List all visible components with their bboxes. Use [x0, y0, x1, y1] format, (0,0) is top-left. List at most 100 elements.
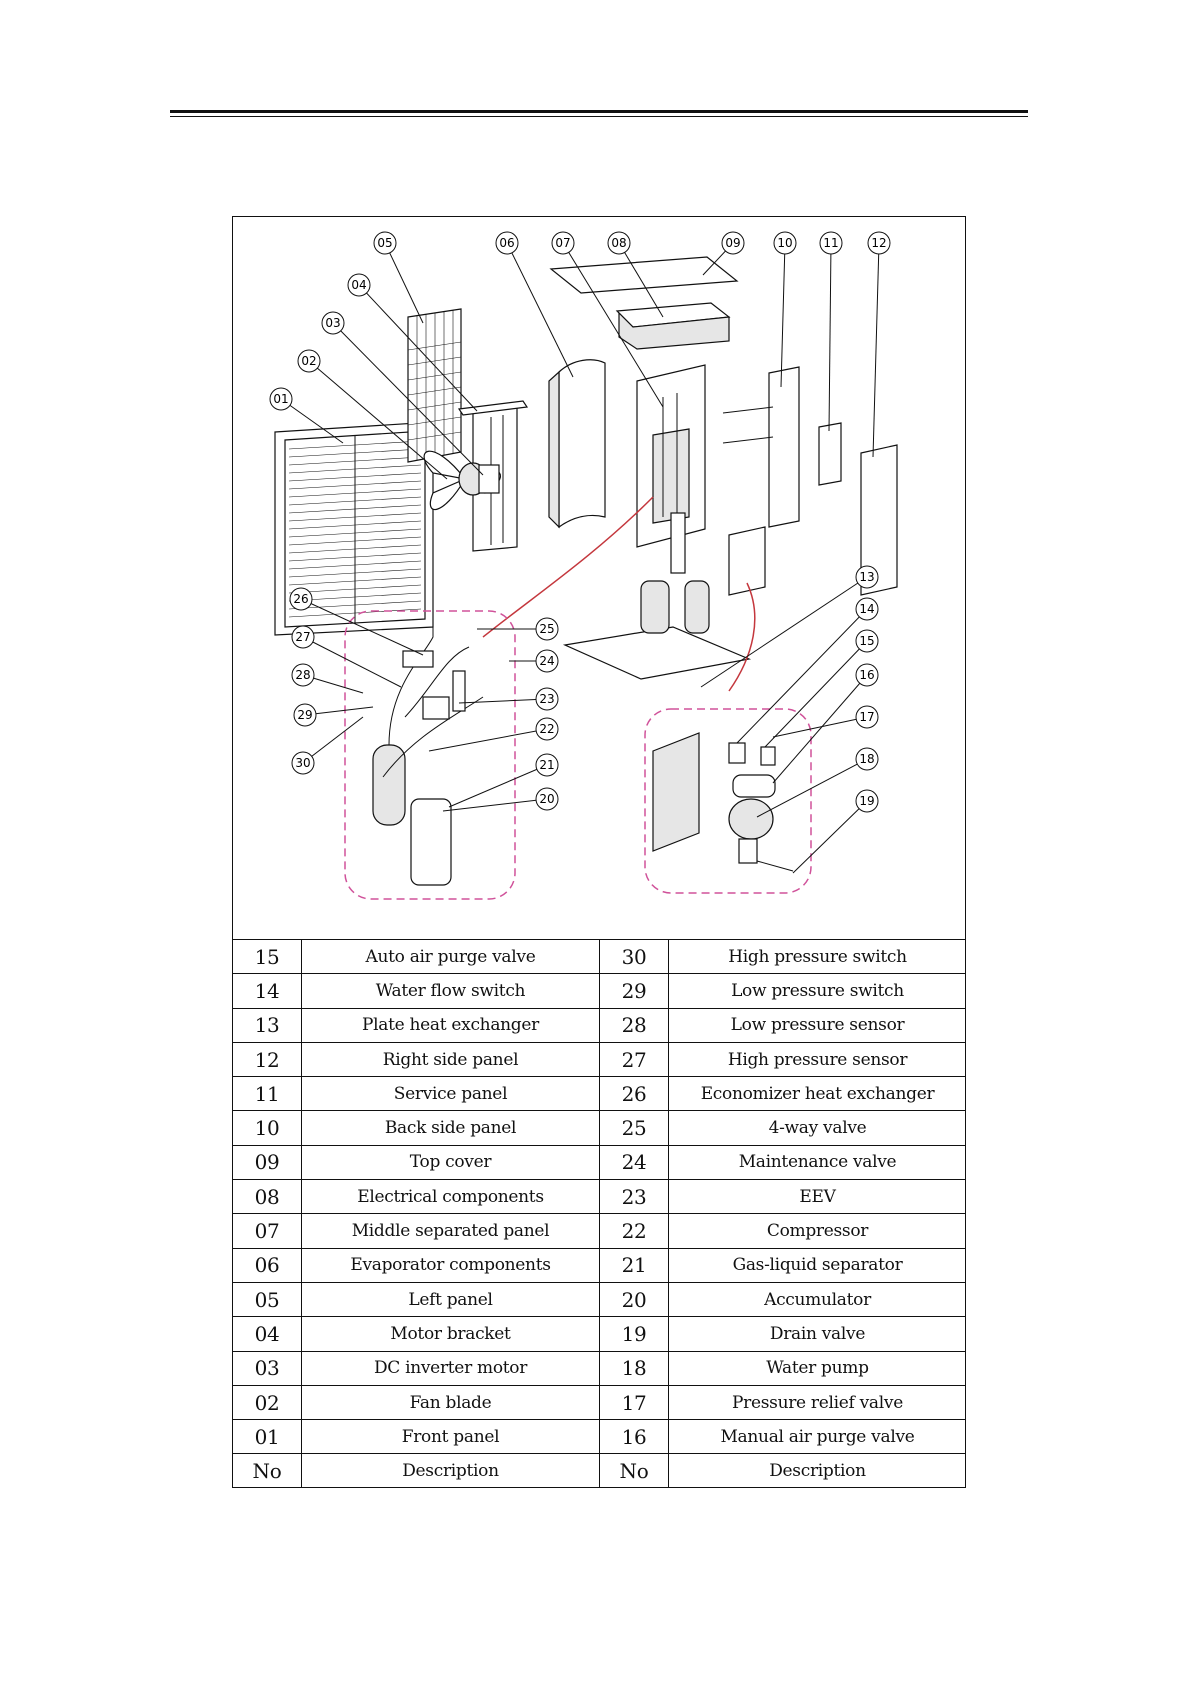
callout-14: 14 [855, 597, 879, 621]
part-number-cell: 13 [233, 1007, 302, 1043]
callout-08: 08 [607, 231, 631, 255]
part-description-cell: 4-way valve [668, 1110, 966, 1146]
part-description-cell: Electrical components [301, 1179, 600, 1215]
callout-16: 16 [855, 663, 879, 687]
callout-label: 05 [377, 236, 392, 250]
back-panel-drawing [722, 366, 800, 528]
callout-10: 10 [773, 231, 797, 255]
leader-line [780, 242, 786, 388]
callout-label: 19 [859, 794, 874, 808]
leader-line [280, 398, 344, 444]
callout-28: 28 [291, 663, 315, 687]
part-description-cell: Gas-liquid separator [668, 1247, 966, 1283]
leader-line [302, 716, 364, 764]
part-description-cell: Left panel [301, 1281, 600, 1318]
part-number-cell: 08 [233, 1179, 302, 1215]
part-description-cell: Drain valve [668, 1316, 966, 1352]
callout-11: 11 [819, 231, 843, 255]
callout-label: 01 [273, 392, 288, 406]
part-number-cell: 18 [599, 1350, 669, 1386]
callout-label: 13 [859, 570, 874, 584]
part-number-cell: 04 [233, 1316, 302, 1352]
callout-label: 10 [777, 236, 792, 250]
part-description-cell: Plate heat exchanger [301, 1007, 600, 1043]
leader-line [792, 800, 868, 874]
leader-line [772, 716, 868, 738]
refrigerant-circuit-detail [372, 609, 484, 886]
callout-label: 16 [859, 668, 874, 682]
callout-07: 07 [551, 231, 575, 255]
callout-label: 18 [859, 752, 874, 766]
part-number-cell: 14 [233, 973, 302, 1009]
callout-label: 20 [539, 792, 554, 806]
callout-label: 12 [871, 236, 886, 250]
leader-line [358, 284, 478, 412]
exploded-view-drawing: 0102030405060708091011121314151617181920… [269, 231, 898, 900]
leader-line [700, 576, 868, 688]
front-panel-drawing [274, 421, 434, 636]
callout-05: 05 [373, 231, 397, 255]
callout-label: 26 [293, 592, 308, 606]
part-number-cell: 20 [599, 1281, 669, 1318]
callout-13: 13 [855, 565, 879, 589]
part-description-cell: DC inverter motor [301, 1350, 600, 1386]
part-number-cell: 19 [599, 1316, 669, 1352]
part-number-cell: 07 [233, 1213, 302, 1249]
leader-line [562, 242, 664, 408]
part-description-cell: Low pressure switch [668, 973, 966, 1009]
part-description-cell: Low pressure sensor [668, 1007, 966, 1043]
leader-line [308, 360, 448, 480]
part-description-cell: Water pump [668, 1350, 966, 1386]
callout-label: 17 [859, 710, 874, 724]
leader-line [428, 728, 548, 752]
part-number-cell: 30 [599, 938, 669, 975]
base-pan-drawing [562, 512, 752, 680]
part-number-cell: No [233, 1453, 302, 1488]
part-number-cell: 28 [599, 1007, 669, 1043]
callout-04: 04 [347, 273, 371, 297]
part-number-cell: 12 [233, 1041, 302, 1078]
part-description-cell: Fan blade [301, 1384, 600, 1421]
part-description-cell: Maintenance valve [668, 1144, 966, 1181]
callout-label: 24 [539, 654, 554, 668]
callout-09: 09 [721, 231, 745, 255]
callout-label: 08 [611, 236, 626, 250]
right-side-panel-drawing [860, 444, 898, 596]
callout-label: 23 [539, 692, 554, 706]
part-description-cell: Water flow switch [301, 973, 600, 1009]
callout-label: 14 [859, 602, 874, 616]
callout-label: 29 [297, 708, 312, 722]
part-number-cell: 26 [599, 1076, 669, 1112]
part-number-cell: 29 [599, 973, 669, 1009]
callout-23: 23 [535, 687, 559, 711]
leader-line [828, 242, 832, 432]
part-number-cell: 24 [599, 1144, 669, 1181]
leader-line [300, 598, 424, 656]
leader-line [756, 758, 868, 818]
callout-03: 03 [321, 311, 345, 335]
leader-line [872, 242, 880, 458]
leader-line [448, 764, 548, 808]
part-number-cell: 17 [599, 1384, 669, 1421]
part-description-cell: High pressure sensor [668, 1041, 966, 1078]
part-description-cell: Motor bracket [301, 1316, 600, 1352]
header-rule [170, 110, 1028, 113]
leader-line [302, 636, 402, 688]
header-rule-thin [170, 116, 1028, 117]
part-description-cell: Auto air purge valve [301, 938, 600, 975]
service-panel-drawing [818, 422, 842, 486]
callout-30: 30 [291, 751, 315, 775]
evaporator-drawing [548, 359, 606, 529]
leader-line [506, 242, 574, 378]
part-description-cell: Right side panel [301, 1041, 600, 1078]
part-number-cell: 23 [599, 1179, 669, 1215]
